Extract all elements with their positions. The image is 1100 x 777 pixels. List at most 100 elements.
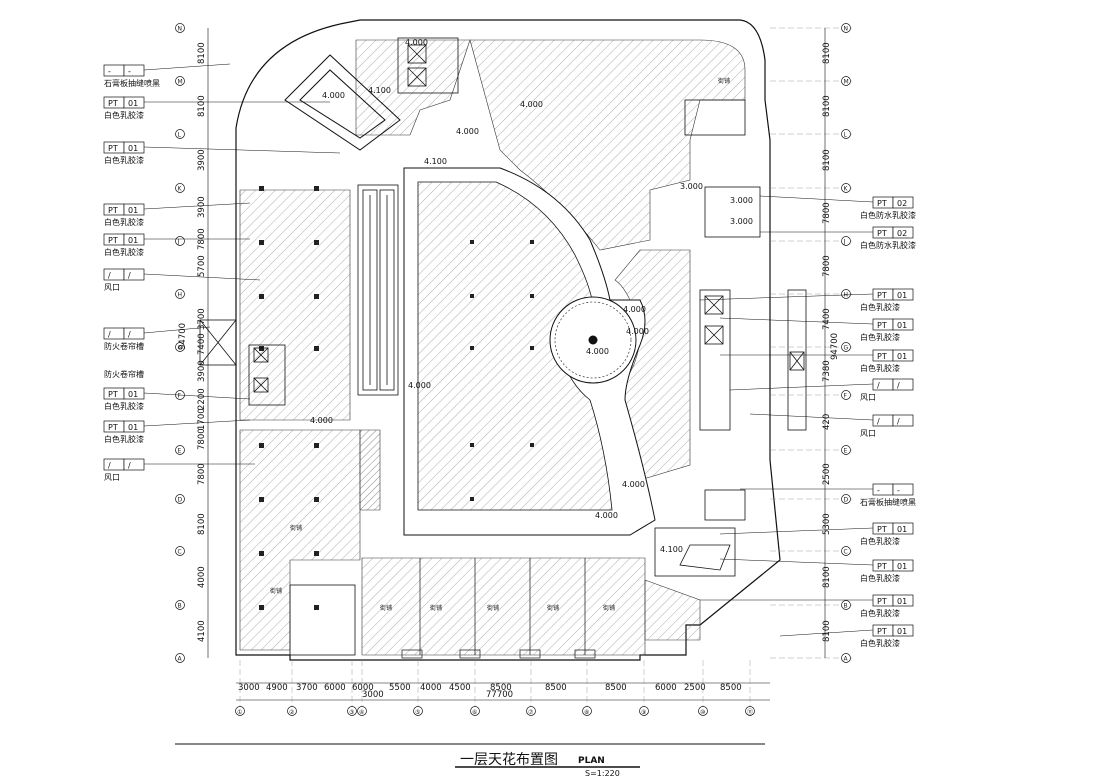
grid-bubble-column [639, 706, 649, 716]
grid-bubble-row-left [175, 289, 185, 299]
dimension-label-left: 3900 [197, 149, 207, 171]
dimension-label-bottom: 4500 [449, 683, 471, 693]
legend-code: PT [108, 99, 118, 108]
legend-code-box [103, 64, 125, 77]
grid-bubble-column [582, 706, 592, 716]
legend-num: 01 [128, 206, 138, 215]
grid-bubble-row [841, 390, 851, 400]
grid-label-column: ⑤ [415, 709, 420, 716]
dimension-label-bottom: 8500 [720, 683, 742, 693]
legend-label: 风口 [860, 393, 876, 402]
grid-bubble-row [841, 494, 851, 504]
dimension-label-right: 8100 [822, 95, 832, 117]
legend-code-box [872, 483, 894, 496]
legend-code: PT [877, 525, 887, 534]
legend-num-box [892, 483, 914, 496]
legend-code: PT [108, 423, 118, 432]
elevation-label: 4.000 [622, 480, 645, 489]
grid-label-row: D [844, 497, 849, 504]
room-label: 街铺 [603, 604, 615, 612]
elevation-label: 4.000 [322, 91, 345, 100]
legend-num: 01 [128, 236, 138, 245]
legend-num: - [897, 486, 900, 495]
legend-item: //风口 [749, 413, 914, 438]
legend-code: PT [108, 390, 118, 399]
legend-code: PT [108, 144, 118, 153]
dimension-label-bottom: 8500 [545, 683, 567, 693]
legend-item: --石膏板抽缝喷黑 [103, 63, 231, 88]
legend-num: 01 [897, 525, 907, 534]
grid-bubble-row [841, 129, 851, 139]
legend-label: 白色乳胶漆 [104, 217, 144, 227]
legend-label: 白色乳胶漆 [860, 363, 900, 373]
grid-label-column: ② [289, 709, 295, 716]
dimension-label-right: 5300 [822, 513, 832, 535]
room-label: 街铺 [718, 77, 730, 85]
dimension-label-right: 8100 [822, 620, 832, 642]
dimension-label-bottom: 6000 [324, 683, 346, 693]
legend-leader-line [143, 419, 251, 427]
dimension-label-right: 7380 [822, 360, 832, 382]
legend-num: / [128, 330, 131, 339]
grid-label-row: A [844, 656, 849, 663]
dimension-label-left: 8100 [197, 42, 207, 64]
legend-label: 白色防水乳胶漆 [860, 240, 916, 250]
dimension-label-left: 5700 [197, 255, 207, 277]
legend-label: 风口 [104, 473, 120, 482]
dimension-label-bottom: 6000 [352, 683, 374, 693]
legend-code: PT [877, 562, 887, 571]
legend-item: //风口 [103, 268, 261, 292]
dimension-label-left: 7800 [197, 428, 207, 450]
legend-num: 01 [897, 562, 907, 571]
grid-label-row-left: K [178, 186, 183, 193]
dimension-label-bottom: 5500 [389, 683, 411, 693]
legend-label: 白色乳胶漆 [860, 536, 900, 546]
legend-leader-line [759, 195, 874, 203]
grid-bubble-row [841, 653, 851, 663]
legend-item: PT 01 白色乳胶漆 [719, 522, 914, 546]
grid-label-row-left: D [178, 497, 183, 504]
dimension-label-bottom: 4000 [420, 683, 442, 693]
grid-bubble-row [841, 289, 851, 299]
legend-num-box [123, 141, 145, 154]
legend-num: - [128, 67, 131, 76]
dimension-label-left: 1700 [197, 408, 207, 430]
legend-code: - [108, 67, 111, 76]
grid-bubble-column [357, 706, 367, 716]
legend-label: 白色乳胶漆 [860, 608, 900, 618]
grid-bubble-column [235, 706, 245, 716]
legend-leader-line [143, 63, 231, 71]
dimension-label-bottom: 6000 [655, 683, 677, 693]
grid-bubble-row [841, 76, 851, 86]
legend-num: 01 [897, 597, 907, 606]
legend-leader-line [729, 383, 874, 391]
grid-bubble-row-left [175, 183, 185, 193]
elevation-label: 4.000 [586, 347, 609, 356]
dimension-label-bottom: 8500 [490, 683, 512, 693]
grid-bubble-column [526, 706, 536, 716]
legend-code-box [872, 414, 894, 427]
legend-num: 01 [897, 352, 907, 361]
legend-code: PT [877, 321, 887, 330]
grid-label-row-left: M [178, 79, 183, 86]
legend-code: PT [877, 229, 887, 238]
service-cores [199, 37, 807, 656]
grid-label-row: C [844, 549, 848, 556]
legend-leader-line [143, 202, 251, 210]
shop-partitions [401, 558, 596, 659]
structural-columns [259, 186, 534, 610]
legend-num-box [123, 420, 145, 433]
legend-num-box [123, 64, 145, 77]
escalator [357, 184, 399, 396]
legend-leader-line [719, 527, 874, 535]
dimension-label-left: 3900 [197, 196, 207, 218]
legend-num-box [123, 203, 145, 216]
legend-code: / [877, 381, 880, 390]
